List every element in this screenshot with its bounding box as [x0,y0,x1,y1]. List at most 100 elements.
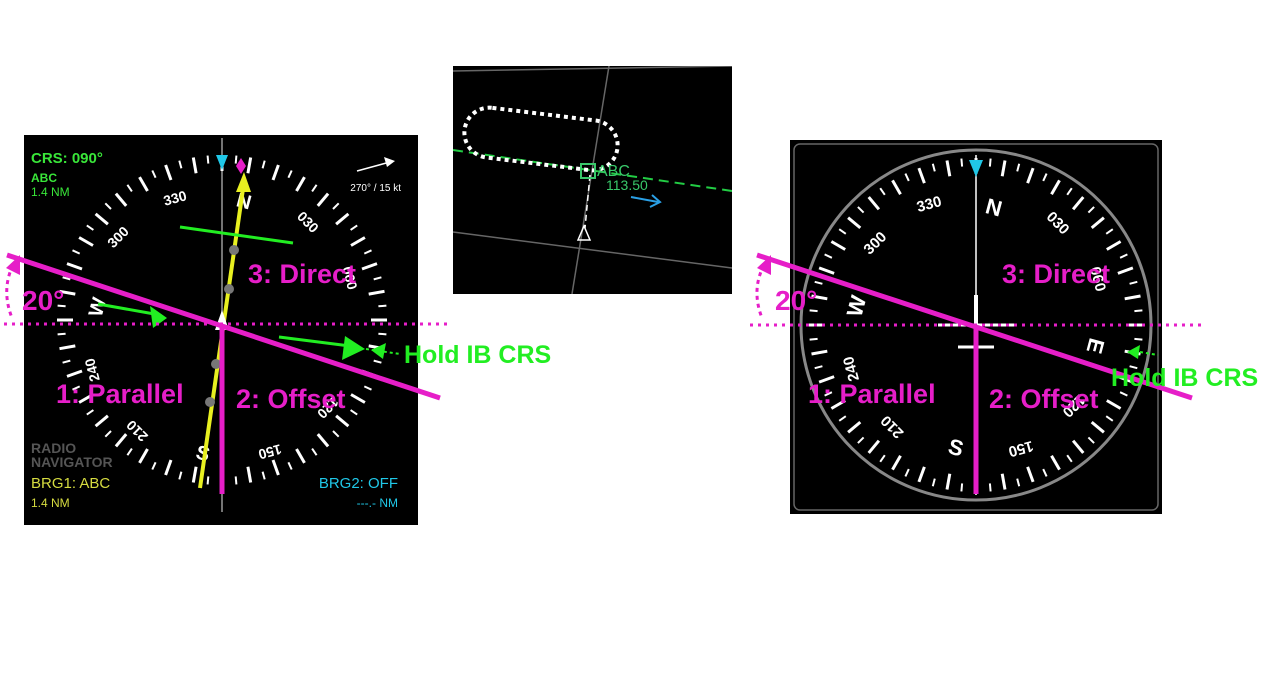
right-compass-tick [811,294,828,301]
left-compass-tick [261,160,266,169]
right-angle-label: 20° [775,285,817,316]
left-compass-tick [363,385,372,391]
left-hold-course-arrow-icon [371,343,386,359]
left-course-tail-arrow-icon [342,336,365,360]
left-crs-label: CRS: 090° [31,150,103,167]
middle-wind-arrow-line [630,196,659,203]
right-compass-tick [1050,455,1061,471]
right-compass-tick [1071,439,1085,454]
left-compass-tick [368,289,385,296]
right-compass-tick [814,365,823,370]
right-compass-tick [1026,167,1035,184]
left-angle-arc [5,264,15,319]
left-compass-tick [350,393,366,404]
left-hold-ib-crs-label: Hold IB CRS [404,341,551,369]
left-compass-tick [206,476,210,485]
right-angle-arc [755,264,766,319]
right-compass-tick [879,187,886,196]
middle-map-panel: ABC 113.50 [453,66,732,294]
middle-station-ident: ABC [597,163,630,180]
left-compass-tick [126,184,133,192]
left-compass-tick [295,176,306,192]
right-compass-tick [830,399,846,410]
right-compass-tick [1042,468,1048,477]
right-compass-tick [960,158,964,167]
left-brg2-label: BRG2: OFF [319,475,398,492]
left-compass-tick [311,184,318,192]
left-station-distance: 1.4 NM [31,185,70,199]
right-compass-tick [830,240,846,251]
right-angle-arrow-icon [757,255,771,275]
left-compass-tick [350,224,358,231]
left-compass-tick [78,236,94,247]
right-compass-tick [824,253,833,259]
left-compass-150: 150 [256,441,283,463]
right-compass-tick [857,436,865,444]
left-sector-parallel-label: 1: Parallel [56,379,184,409]
left-deviation-dot [224,284,234,294]
right-heading-bug-icon [969,160,983,177]
left-compass-tick [164,164,173,181]
right-compass-tick [1134,309,1143,313]
right-compass-tick [838,415,847,422]
left-compass-tick [86,409,94,416]
left-deviation-dot [229,245,239,255]
middle-station-frequency: 113.50 [606,177,648,193]
middle-vor-icon [580,163,596,179]
right-compass-tick [891,179,902,195]
left-compass-tick [114,433,128,448]
left-wind-arrow-line [356,161,391,172]
right-compass-tick [917,466,926,483]
right-compass-330: 330 [915,193,944,216]
right-compass-tick [867,439,881,454]
right-compass-tick [931,163,936,172]
right-compass-tick [960,483,964,492]
middle-grid-line [453,66,732,72]
right-compass-tick [809,337,818,341]
left-compass-tick [164,459,173,476]
left-track-diamond-icon [236,158,246,174]
right-sector-parallel-label: 1: Parallel [808,379,936,409]
left-compass-tick [151,461,157,470]
left-compass-tick [94,212,109,226]
left-wind-text: 270° / 15 kt [350,183,401,194]
left-compass-tick [316,192,330,207]
left-compass-tick [287,170,293,179]
right-compass-labels: N W E S 330 300 030 060 240 210 150 120 [840,193,1109,461]
left-angle-label: 20° [22,285,64,316]
left-compass-tick [178,160,183,169]
right-compass-tick [917,167,926,184]
right-compass-tick [1066,454,1073,463]
right-compass-tick [1087,206,1095,214]
left-compass-tick [104,430,112,438]
right-compass-e: E [1082,336,1110,357]
right-compass-tick [1016,163,1021,172]
right-compass-tick [847,216,862,230]
left-compass-tick [206,155,210,164]
left-compass-tick [246,157,253,174]
right-compass-tick [867,196,881,211]
right-compass-tick [1066,187,1073,196]
left-compass-tick [62,359,71,364]
right-compass-tick [847,420,862,434]
left-compass-tick [316,433,330,448]
right-compass-tick [1129,365,1138,370]
left-compass-tick [151,170,157,179]
right-compass-tick [931,478,936,487]
middle-holding-pattern [462,105,620,173]
right-compass-tick [838,228,847,235]
right-compass-tick [945,473,952,490]
left-compass-tick [311,448,318,456]
right-compass-tick [1016,478,1021,487]
right-compass-tick [1090,216,1105,230]
left-annotations: 20° 3: Direct 1: Parallel 2: Offset Hold… [4,252,551,494]
right-panel-frame [793,143,1159,511]
left-compass-tick [72,249,81,255]
middle-track-line [584,174,591,229]
right-compass-tick [1117,266,1134,275]
right-compass-tick [945,160,952,177]
left-angle-arrow-icon [6,255,20,275]
left-compass-tick [138,176,149,192]
left-compass-tick [57,332,66,336]
left-compass-tick [350,236,366,247]
